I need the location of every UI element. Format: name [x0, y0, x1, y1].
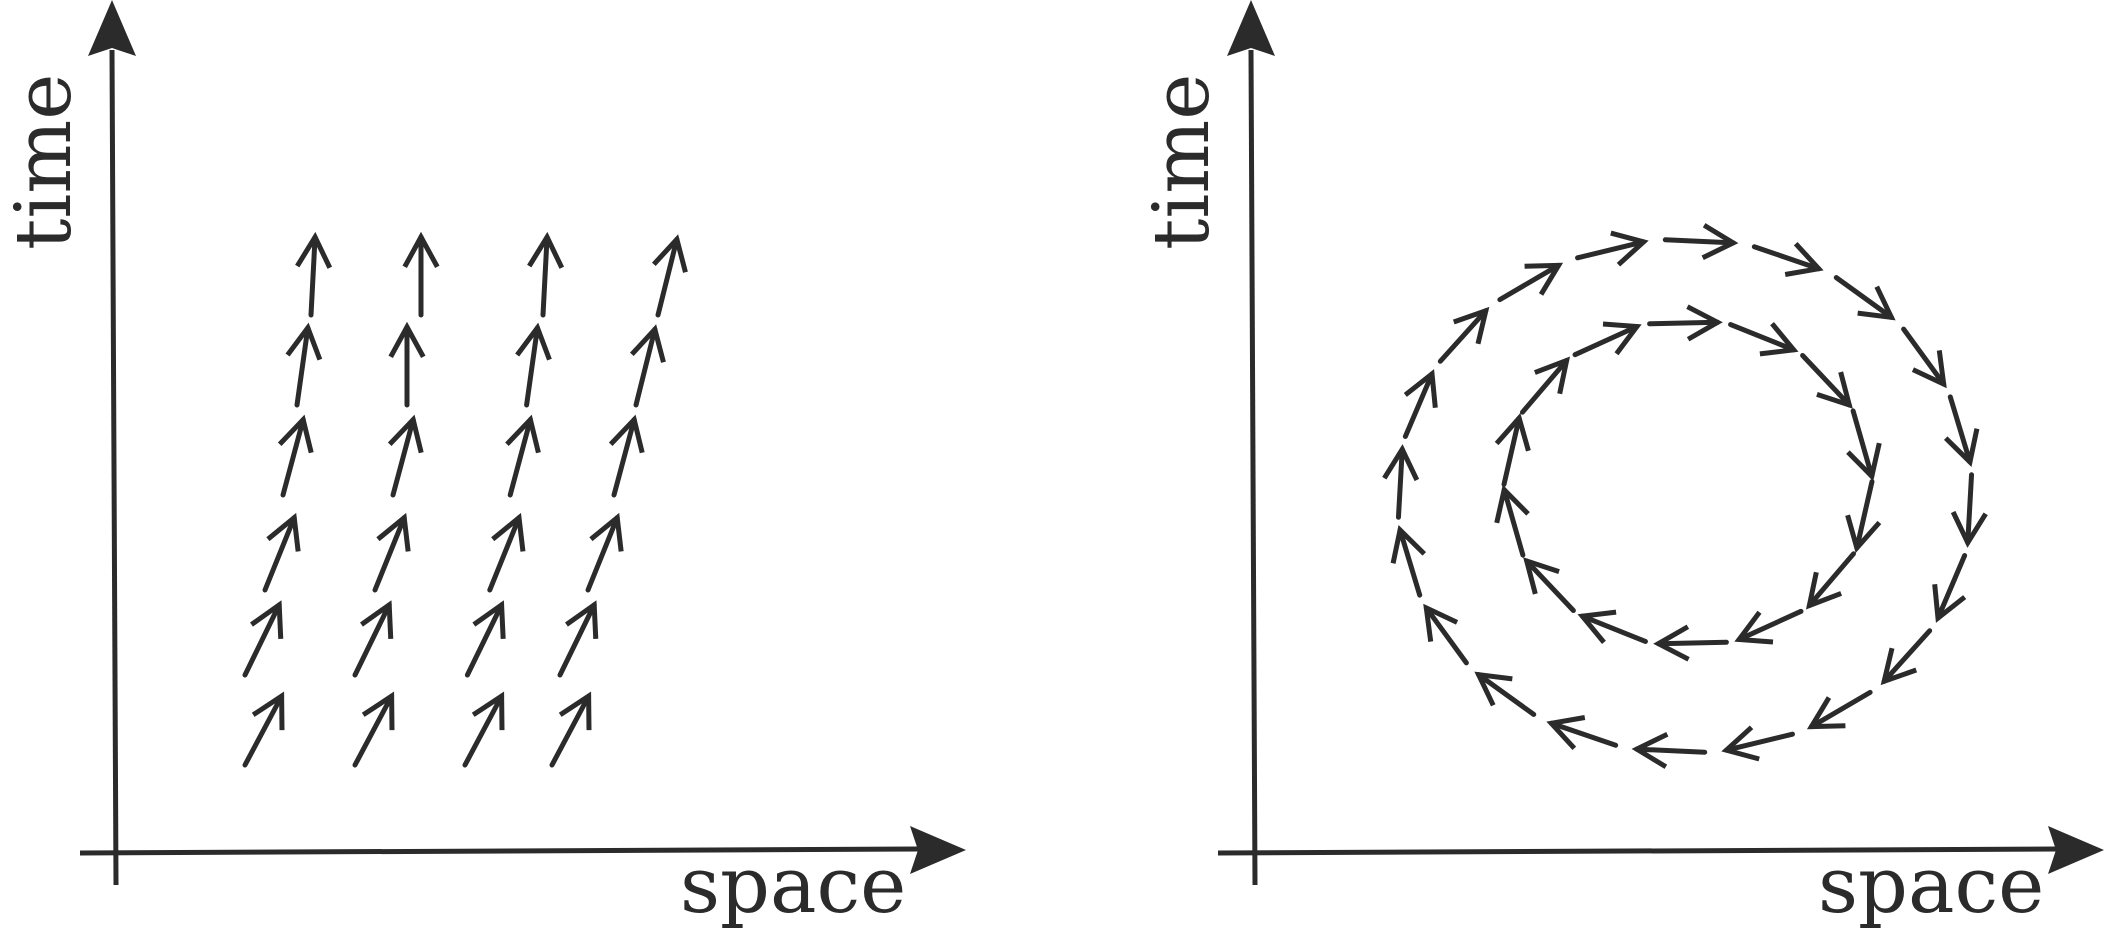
right-arrow [1800, 352, 1853, 409]
right-arrow [1546, 715, 1619, 751]
left-time-axis-arrowhead [88, 0, 136, 56]
left-time-label: time [0, 74, 89, 250]
left-arrow [487, 512, 526, 593]
left-space-axis-arrowhead [910, 826, 966, 874]
right-arrow [1382, 444, 1420, 520]
left-arrow [462, 691, 505, 768]
left-arrow [464, 600, 506, 678]
right-arrow [1734, 608, 1804, 645]
right-arrow [1943, 394, 1980, 467]
left-arrow-field [242, 231, 688, 768]
right-arrow [1631, 731, 1708, 769]
right-arrow [1577, 609, 1648, 644]
right-arrow-field [1382, 223, 1988, 769]
left-arrow [629, 324, 666, 408]
right-arrow [1474, 671, 1537, 717]
left-arrow [262, 512, 301, 593]
left-arrow [295, 231, 333, 318]
left-arrow [388, 321, 426, 408]
left-arrow [585, 512, 624, 593]
right-arrow [1437, 306, 1490, 364]
left-arrow [242, 691, 285, 768]
right-space-axis [1217, 826, 2104, 874]
left-arrow [549, 691, 592, 768]
right-arrow [1520, 356, 1571, 415]
right-arrow [1497, 262, 1564, 303]
right-arrow [1402, 369, 1438, 439]
right-arrow [1494, 412, 1531, 487]
right-arrow [1653, 624, 1729, 662]
right-arrow [1805, 551, 1856, 610]
left-arrow [285, 322, 323, 408]
right-arrow [1901, 326, 1947, 389]
left-arrow [387, 414, 424, 498]
right-arrow [1932, 553, 1968, 623]
right-arrow [1751, 241, 1824, 277]
right-space-axis-arrowhead [2048, 826, 2104, 874]
right-arrow [1572, 321, 1642, 358]
left-arrow [402, 231, 440, 318]
right-arrow [1728, 322, 1799, 357]
right-time-axis-arrowhead [1227, 0, 1275, 56]
left-arrow [527, 231, 565, 318]
right-arrow [1662, 223, 1739, 261]
right-arrow [1494, 484, 1530, 558]
right-space-label: space [1818, 841, 2044, 931]
right-arrow [1833, 275, 1896, 321]
right-time-label: time [1137, 74, 1227, 250]
left-arrow [505, 414, 541, 498]
left-arrow [651, 234, 688, 318]
right-arrow [1721, 725, 1795, 762]
right-arrow [1880, 628, 1933, 686]
left-arrow [372, 512, 411, 593]
right-panel: time space [1137, 0, 2104, 931]
left-arrow [608, 414, 645, 498]
right-arrow [1845, 479, 1882, 554]
right-arrow [1806, 689, 1873, 730]
right-time-axis [1227, 0, 1275, 886]
left-time-axis [88, 0, 136, 886]
right-arrow [1846, 408, 1882, 482]
left-space-axis [79, 826, 966, 874]
left-arrow [277, 414, 314, 498]
right-arrow [1423, 603, 1469, 666]
right-arrow [1950, 472, 1988, 548]
left-arrow [557, 600, 599, 678]
right-arrow [1523, 557, 1576, 614]
left-arrow [515, 322, 552, 408]
left-arrow [352, 600, 394, 678]
right-arrow [1647, 304, 1723, 342]
left-panel: time space [0, 0, 966, 931]
right-arrow [1575, 230, 1649, 267]
left-arrow [352, 691, 395, 768]
left-arrow [242, 600, 284, 678]
right-arrow [1390, 525, 1427, 598]
left-space-label: space [680, 841, 906, 931]
